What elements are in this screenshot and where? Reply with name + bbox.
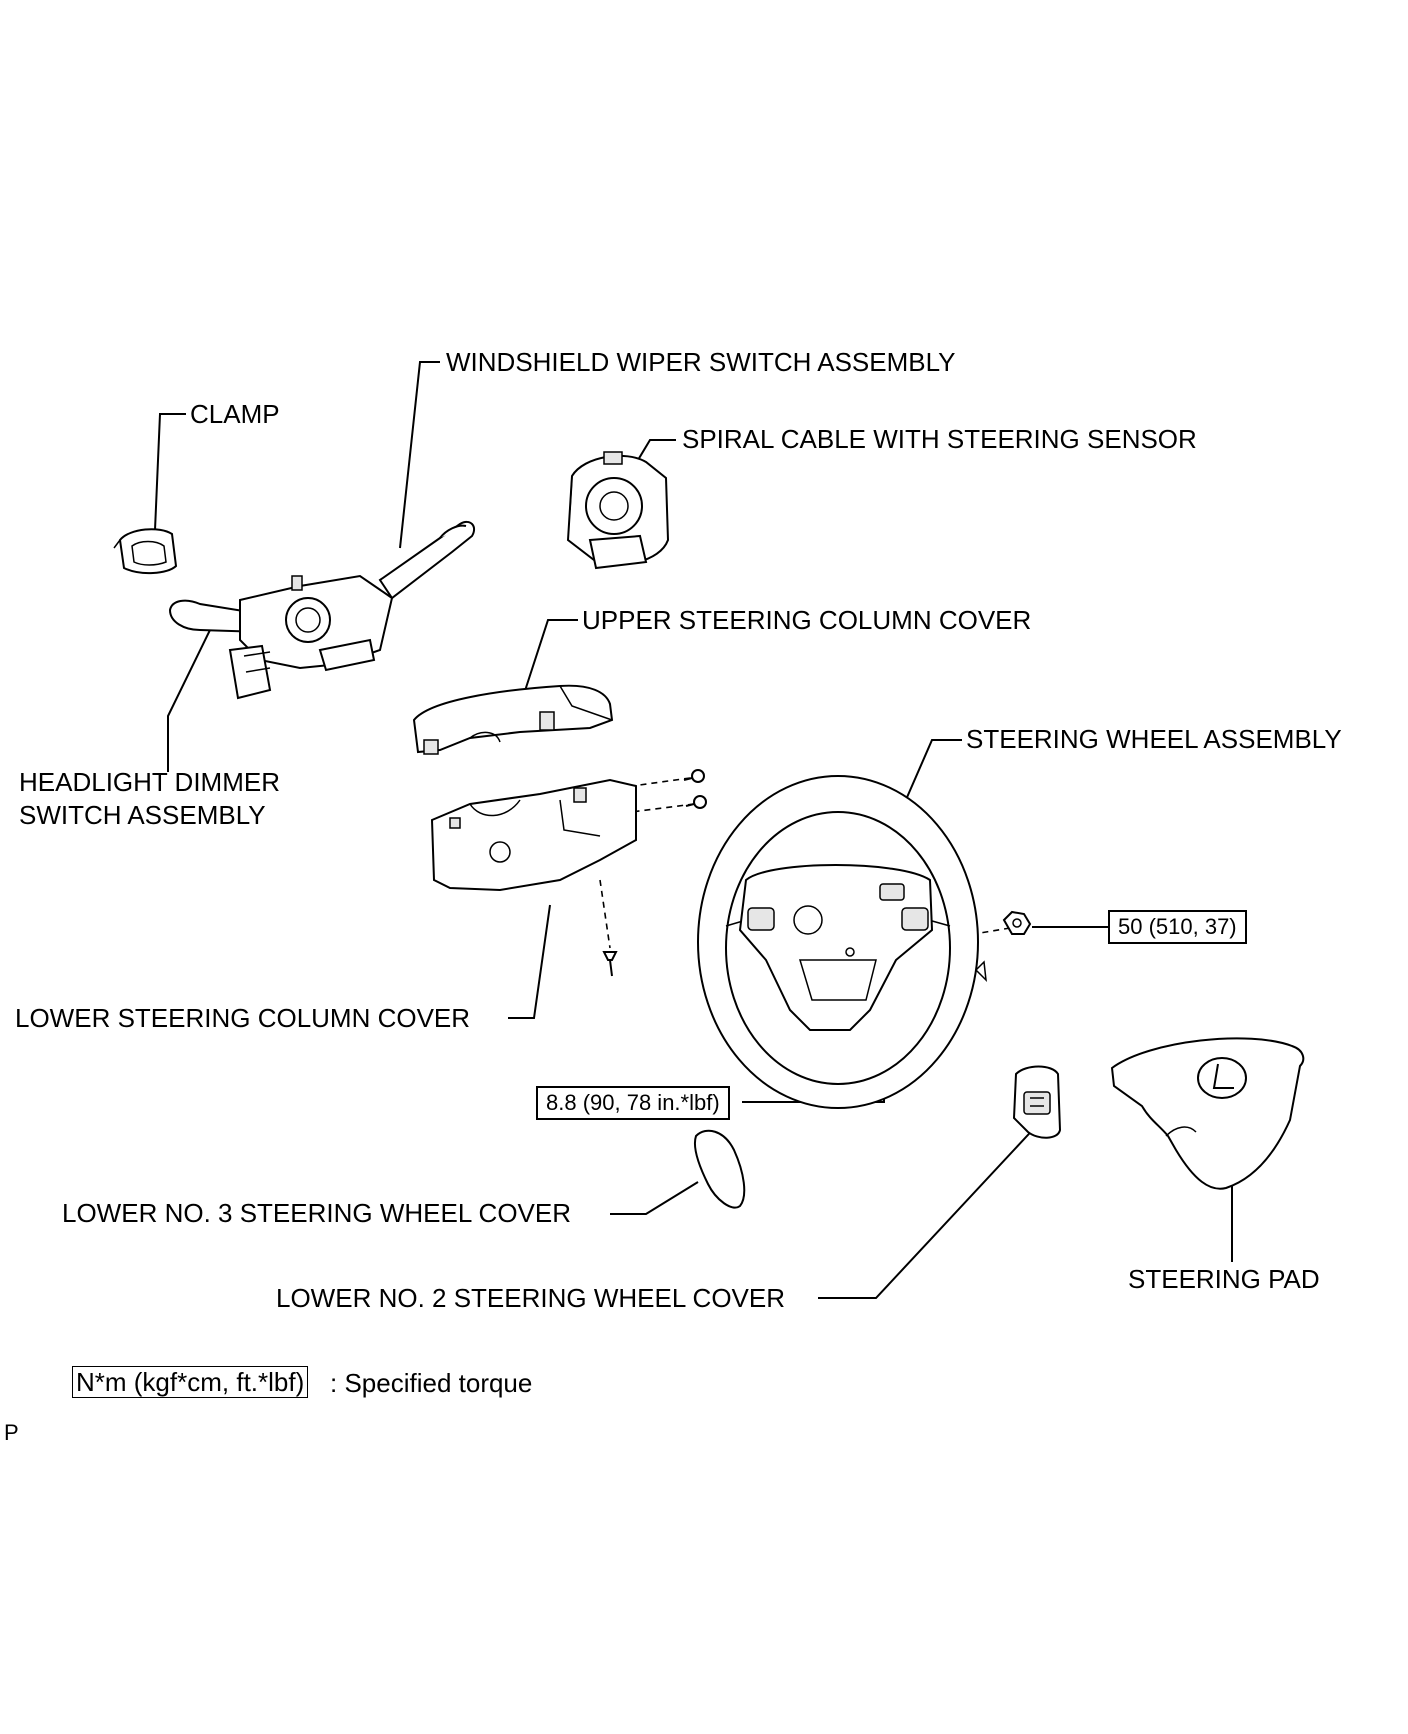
clamp-part xyxy=(113,528,178,574)
screw-3 xyxy=(602,951,618,977)
label-steering-wheel-assembly: STEERING WHEEL ASSEMBLY xyxy=(966,724,1342,754)
screw-2 xyxy=(685,795,707,809)
steering-wheel-part xyxy=(697,775,987,1109)
screw-1 xyxy=(683,769,705,783)
label-upper-column-cover: UPPER STEERING COLUMN COVER xyxy=(582,605,1032,635)
label-lower-column-cover: LOWER STEERING COLUMN COVER xyxy=(15,1003,471,1033)
lower-column-cover-part xyxy=(430,778,637,892)
label-clamp: CLAMP xyxy=(190,399,280,429)
label-lower-no2-cover: LOWER NO. 2 STEERING WHEEL COVER xyxy=(276,1283,786,1313)
lower-no3-cover-part xyxy=(694,1129,746,1209)
screws xyxy=(602,769,707,977)
steering-wheel-nut xyxy=(1002,910,1032,935)
corner-mark: P xyxy=(4,1420,19,1445)
legend-description: : Specified torque xyxy=(330,1368,533,1398)
spiral-cable-part xyxy=(566,451,670,570)
label-windshield-wiper-switch: WINDSHIELD WIPER SWITCH ASSEMBLY xyxy=(446,347,956,377)
lower-no2-cover-part xyxy=(1012,1065,1062,1139)
steering-pad-part xyxy=(1110,1037,1305,1190)
torque-screw-box: 8.8 (90, 78 in.*lbf) xyxy=(536,1086,730,1120)
label-steering-pad: STEERING PAD xyxy=(1128,1264,1320,1294)
label-headlight-dimmer-line2: SWITCH ASSEMBLY xyxy=(19,800,266,830)
leader-lines xyxy=(154,361,1233,1299)
legend-unit-box: N*m (kgf*cm, ft.*lbf) xyxy=(72,1366,309,1398)
upper-column-cover-part xyxy=(412,684,614,755)
label-headlight-dimmer-line1: HEADLIGHT DIMMER xyxy=(19,767,280,797)
torque-nut-box: 50 (510, 37) xyxy=(1108,910,1247,944)
label-spiral-cable: SPIRAL CABLE WITH STEERING SENSOR xyxy=(682,424,1197,454)
label-lower-no3-cover: LOWER NO. 3 STEERING WHEEL COVER xyxy=(62,1198,572,1228)
combination-switch-part xyxy=(168,520,476,700)
